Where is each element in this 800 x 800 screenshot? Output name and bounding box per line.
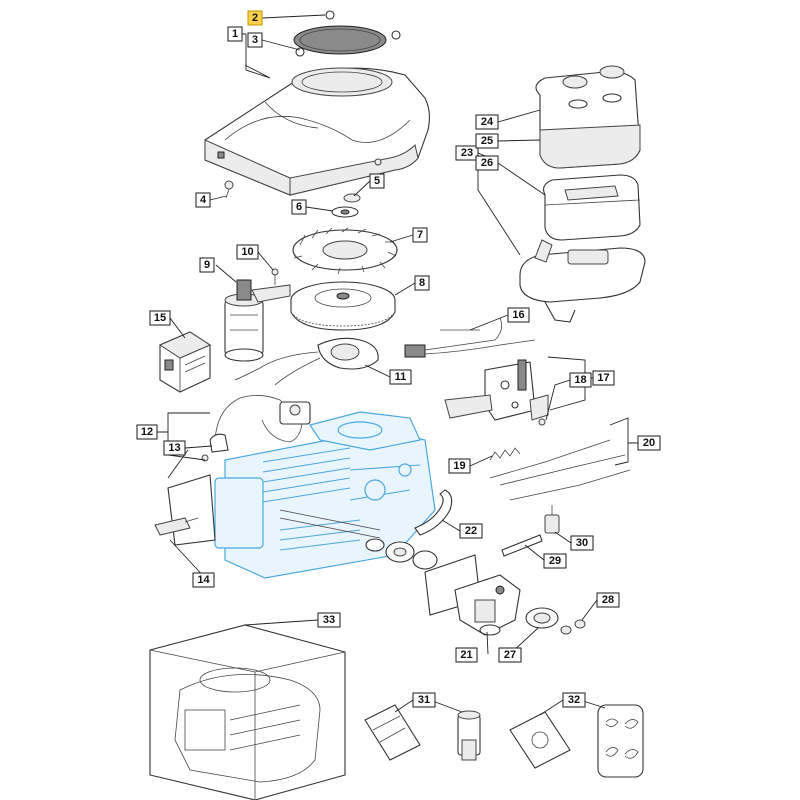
callout-9: 9 <box>199 257 215 273</box>
callout-23-text: 23 <box>461 147 473 159</box>
callout-20: 20 <box>637 435 661 451</box>
callout-11: 11 <box>389 369 412 385</box>
callout-30: 30 <box>570 535 594 551</box>
callout-4-text: 4 <box>200 194 207 206</box>
starter-motor <box>224 279 291 362</box>
callout-6-text: 6 <box>296 201 302 213</box>
callout-29: 29 <box>543 553 567 569</box>
callout-11-text: 11 <box>395 371 407 383</box>
callout-31-text: 31 <box>418 694 430 706</box>
cooling-fan <box>292 227 398 275</box>
callout-20-text: 20 <box>643 437 655 449</box>
callout-31: 31 <box>412 692 436 708</box>
air-filter-base <box>519 239 646 323</box>
linkage-rods <box>489 439 631 501</box>
callout-22-text: 22 <box>465 525 477 537</box>
callout-24: 24 <box>475 114 499 130</box>
engine-shroud <box>204 67 431 196</box>
callout-16-text: 16 <box>512 309 524 321</box>
callout-27-text: 27 <box>504 649 516 661</box>
callout-28-text: 28 <box>602 594 614 606</box>
callout-7-text: 7 <box>417 229 423 241</box>
callout-1-text: 1 <box>232 28 238 40</box>
callout-13: 13 <box>163 440 186 456</box>
intake-gaskets <box>365 538 438 570</box>
callout-8-text: 8 <box>419 277 425 289</box>
callout-16: 16 <box>507 307 530 323</box>
callout-5: 5 <box>369 173 385 189</box>
fitting-30 <box>544 505 560 534</box>
callout-32: 32 <box>562 692 586 708</box>
bolt-10 <box>271 268 279 285</box>
callout-32-text: 32 <box>568 694 580 706</box>
nuts-28 <box>560 619 586 635</box>
callout-8: 8 <box>414 275 430 291</box>
callout-18: 18 <box>569 372 592 388</box>
carb-gasket <box>525 607 559 629</box>
callout-17-text: 17 <box>597 372 609 384</box>
callout-10: 10 <box>236 244 259 260</box>
callout-21: 21 <box>455 647 478 663</box>
callout-27: 27 <box>498 647 522 663</box>
callout-2-text: 2 <box>252 12 258 24</box>
callout-3-text: 3 <box>252 34 258 46</box>
callout-4: 4 <box>195 192 211 208</box>
ignition-coil <box>209 395 311 453</box>
callout-24-text: 24 <box>481 116 494 128</box>
callout-15-text: 15 <box>154 312 166 324</box>
callout-25-text: 25 <box>481 135 493 147</box>
carburetor <box>454 574 521 636</box>
callout-25: 25 <box>475 133 499 149</box>
callout-19: 19 <box>448 458 471 474</box>
callout-3: 3 <box>247 32 263 48</box>
callout-33: 33 <box>317 612 341 628</box>
callout-23: 23 <box>455 145 479 161</box>
callout-5-text: 5 <box>374 175 380 187</box>
callout-15: 15 <box>149 310 171 326</box>
callout-28: 28 <box>596 592 620 608</box>
spark-plug-bracket <box>154 454 216 546</box>
wire-harness <box>404 317 536 358</box>
callout-30-text: 30 <box>576 537 588 549</box>
callout-12: 12 <box>136 424 158 440</box>
callout-6: 6 <box>291 199 307 215</box>
callout-14-text: 14 <box>197 574 210 586</box>
callout-21-text: 21 <box>460 649 472 661</box>
kit-bag-32 <box>509 704 644 778</box>
governor-bracket <box>444 359 549 426</box>
fuel-line <box>501 534 543 557</box>
callout-29-text: 29 <box>549 555 561 567</box>
governor-spring <box>489 447 521 461</box>
callout-1: 1 <box>227 26 243 42</box>
callout-17: 17 <box>592 370 615 386</box>
callout-10-text: 10 <box>241 246 253 258</box>
short-block-box <box>149 624 346 800</box>
callout-13-text: 13 <box>168 442 180 454</box>
callout-12-text: 12 <box>141 426 153 438</box>
callout-22: 22 <box>459 523 483 539</box>
callout-26: 26 <box>475 155 499 171</box>
callout-33-text: 33 <box>323 614 335 626</box>
callout-18-text: 18 <box>574 374 586 386</box>
callout-14: 14 <box>192 572 215 588</box>
callout-26-text: 26 <box>481 157 493 169</box>
screw-4 <box>224 180 234 199</box>
kit-bag-31 <box>364 704 481 761</box>
alternator-coil <box>234 337 379 386</box>
callout-7: 7 <box>412 227 428 243</box>
callout-9-text: 9 <box>204 259 210 271</box>
air-filter-element <box>543 174 641 241</box>
callout-19-text: 19 <box>453 460 465 472</box>
callout-2: 2 <box>247 10 263 26</box>
breather-tube <box>414 489 453 536</box>
flywheel <box>290 281 396 331</box>
rectifier-module <box>158 331 212 393</box>
screen-grille <box>293 10 401 57</box>
air-filter-cover <box>535 65 641 169</box>
nut-washer <box>331 193 361 218</box>
